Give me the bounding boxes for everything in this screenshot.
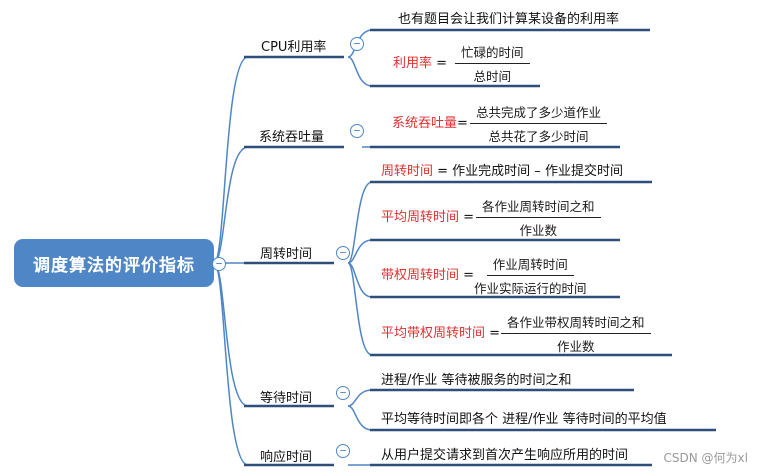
connector-wait-1 <box>347 389 373 407</box>
waiting-item-2: 平均等待时间即各个 进程/作业 等待时间的平均值 <box>381 408 667 427</box>
avg-turnaround-denominator: 作业数 <box>519 223 558 238</box>
branch-waiting[interactable]: 等待时间 <box>260 387 312 406</box>
throughput-fraction-numerator: 总共完成了多少道作业 <box>470 102 608 124</box>
turnaround-definition: 周转时间 = 作业完成时间 – 作业提交时间 <box>381 160 623 179</box>
branch-response[interactable]: 响应时间 <box>260 446 312 465</box>
throughput-fraction-denominator: 总共花了多少时间 <box>488 129 589 144</box>
branch-cpu-label: CPU利用率 <box>261 40 327 55</box>
cpu-formula-name: 利用率 = <box>393 52 447 71</box>
cpu-fraction-numerator: 忙碌的时间 <box>455 42 530 64</box>
weighted-turnaround-term: 带权周转时间 <box>381 268 460 283</box>
avg-weighted-turnaround-denominator: 作业数 <box>557 339 595 354</box>
avg-weighted-turnaround-name: 平均带权周转时间 = <box>381 322 500 341</box>
waiting-item-1: 进程/作业 等待被服务的时间之和 <box>381 369 572 388</box>
avg-turnaround-term: 平均周转时间 <box>381 210 460 225</box>
avg-weighted-turnaround-term: 平均带权周转时间 <box>381 326 486 341</box>
collapse-toggle-cpu-icon[interactable]: − <box>350 37 364 51</box>
weighted-turnaround-denominator: 作业实际运行的时间 <box>474 281 587 296</box>
branch-turnaround-label: 周转时间 <box>260 247 313 262</box>
connector-wait-2 <box>347 405 373 431</box>
collapse-toggle-waiting-icon[interactable]: − <box>336 386 350 400</box>
avg-weighted-turnaround-fraction: 各作业带权周转时间之和 作业数 <box>501 312 651 355</box>
branch-throughput[interactable]: 系统吞吐量 <box>259 126 324 145</box>
watermark-text: CSDN @何为xl <box>663 451 748 465</box>
avg-turnaround-fraction: 各作业周转时间之和 作业数 <box>476 196 601 239</box>
weighted-turnaround-eq: = <box>463 268 475 283</box>
throughput-fraction: 总共完成了多少道作业 总共花了多少时间 <box>470 102 608 145</box>
avg-weighted-turnaround-eq: = <box>489 326 501 341</box>
connector-root-cpu <box>213 56 249 264</box>
waiting-item-2-text: 平均等待时间即各个 进程/作业 等待时间的平均值 <box>381 412 667 427</box>
cpu-description-text: 也有题目会让我们计算某设备的利用率 <box>398 12 620 27</box>
cpu-fraction: 忙碌的时间 总时间 <box>455 42 530 85</box>
connector-cpu-formula <box>347 56 373 87</box>
avg-turnaround-numerator: 各作业周转时间之和 <box>476 196 601 218</box>
response-item-1: 从用户提交请求到首次产生响应所用的时间 <box>381 444 628 463</box>
weighted-turnaround-name: 带权周转时间 = <box>381 264 474 283</box>
connector-turn-avg <box>347 239 373 264</box>
branch-turnaround[interactable]: 周转时间 <box>260 243 312 262</box>
avg-turnaround-eq: = <box>463 210 475 225</box>
collapse-toggle-response-icon[interactable]: − <box>336 444 350 458</box>
turnaround-definition-term: 周转时间 <box>381 164 434 179</box>
avg-turnaround-name: 平均周转时间 = <box>381 206 474 225</box>
connector-turn-def <box>347 181 373 264</box>
cpu-fraction-denominator: 总时间 <box>473 69 512 84</box>
connector-turn-avgweighted <box>347 262 373 356</box>
cpu-formula-term: 利用率 <box>393 56 433 71</box>
branch-waiting-label: 等待时间 <box>260 391 313 406</box>
branch-response-label: 响应时间 <box>260 450 313 465</box>
response-item-1-text: 从用户提交请求到首次产生响应所用的时间 <box>381 448 629 463</box>
avg-weighted-turnaround-numerator: 各作业带权周转时间之和 <box>501 312 651 334</box>
collapse-toggle-throughput-icon[interactable]: − <box>350 124 364 138</box>
turnaround-definition-rest: = 作业完成时间 – 作业提交时间 <box>433 164 623 179</box>
connector-root-waiting <box>213 262 249 407</box>
throughput-formula-name: 系统吞吐量= <box>392 112 468 131</box>
connector-root-response <box>213 262 249 466</box>
branch-cpu-utilization[interactable]: CPU利用率 <box>261 36 326 55</box>
branch-throughput-label: 系统吞吐量 <box>259 130 325 145</box>
watermark: CSDN @何为xl <box>664 449 748 466</box>
root-label: 调度算法的评价指标 <box>33 255 195 276</box>
throughput-formula-eq: = <box>457 116 468 131</box>
weighted-turnaround-fraction: 作业周转时间 作业实际运行的时间 <box>474 254 587 297</box>
root-node[interactable]: 调度算法的评价指标 <box>14 239 214 287</box>
waiting-item-1-text: 进程/作业 等待被服务的时间之和 <box>381 373 572 388</box>
weighted-turnaround-numerator: 作业周转时间 <box>486 254 574 276</box>
collapse-toggle-turnaround-icon[interactable]: − <box>336 246 350 260</box>
throughput-formula-term: 系统吞吐量 <box>392 116 458 131</box>
collapse-toggle-root-icon[interactable]: − <box>212 257 226 271</box>
cpu-description: 也有题目会让我们计算某设备的利用率 <box>398 8 619 27</box>
cpu-formula-eq: = <box>436 56 448 71</box>
